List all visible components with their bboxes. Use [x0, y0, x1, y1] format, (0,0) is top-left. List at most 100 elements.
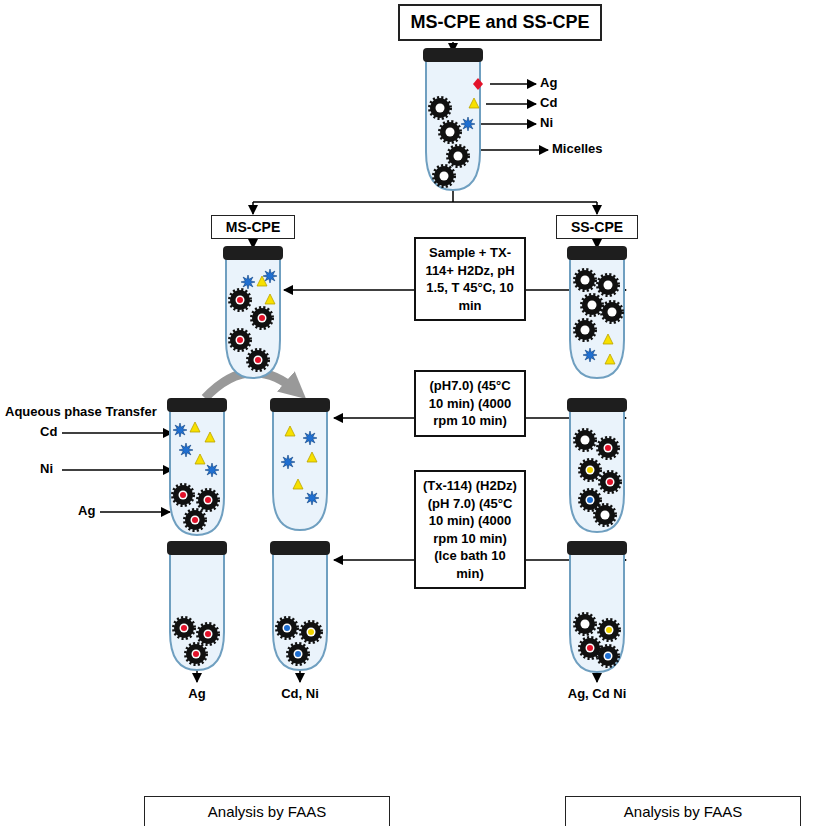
tube-body — [226, 258, 280, 378]
cd-ion — [205, 432, 215, 442]
metal-complex — [606, 627, 612, 633]
micelle — [602, 302, 622, 322]
micelle-core — [581, 436, 590, 445]
metal-complex — [192, 517, 198, 523]
legend-label: Cd — [540, 95, 557, 110]
cd-ion — [195, 454, 205, 464]
metal-complex — [259, 315, 265, 321]
tube-body — [570, 553, 624, 672]
test-tube — [567, 246, 627, 378]
annotation: Aqueous phase Transfer — [5, 404, 157, 419]
micelle — [186, 644, 206, 664]
ni-ion — [179, 443, 193, 457]
metal-complex — [181, 625, 187, 631]
test-tube — [167, 541, 227, 670]
tube-cap — [567, 541, 627, 555]
test-tube — [567, 541, 627, 672]
ni-ion — [263, 269, 277, 283]
micelle — [600, 472, 620, 492]
metal-complex — [255, 357, 261, 363]
ni-ion — [205, 463, 219, 477]
micelle-core — [191, 516, 200, 525]
flow-arrows — [62, 42, 626, 682]
tube-cap — [270, 398, 330, 412]
tube-cap — [567, 398, 627, 412]
ni-ion — [241, 275, 255, 289]
micelle — [598, 275, 618, 295]
ni-ion — [583, 348, 597, 362]
tube-body — [170, 553, 224, 670]
metal-complex — [295, 651, 301, 657]
micelle-core — [283, 624, 292, 633]
micelle — [575, 614, 595, 634]
ni-ion — [281, 455, 295, 469]
micelle-core — [586, 644, 595, 653]
box-text: (Tx-114) (H2Dz) (pH 7.0) (45°C 10 min) (… — [422, 477, 518, 582]
tube-label: Ag, Cd Ni — [568, 686, 627, 701]
ion-label: Ag — [78, 503, 95, 518]
micelle-core — [604, 652, 613, 661]
test-tube — [270, 398, 330, 530]
micelle — [430, 98, 450, 118]
micelle-core — [180, 624, 189, 633]
metal-complex — [607, 479, 613, 485]
micelle — [185, 510, 205, 530]
condition-box: (Tx-114) (H2Dz) (pH 7.0) (45°C 10 min) (… — [414, 470, 526, 589]
micelle — [230, 330, 250, 350]
metal-complex — [308, 629, 314, 635]
micelle-core — [440, 172, 449, 181]
micelle-core — [236, 296, 245, 305]
metal-complex — [180, 492, 186, 498]
box-text: MS-CPE and SS-CPE — [410, 12, 589, 33]
micelle — [598, 438, 618, 458]
test-tube — [567, 398, 627, 532]
tube-cap — [223, 246, 283, 260]
micelle-core — [446, 128, 455, 137]
micelle-core — [581, 326, 590, 335]
micelle — [448, 146, 468, 166]
micelle — [252, 308, 272, 328]
metal-complex — [237, 297, 243, 303]
cd-ion — [307, 452, 317, 462]
micelle-core — [204, 496, 213, 505]
micelle — [230, 290, 250, 310]
micelle-core — [601, 511, 610, 520]
branch-box: SS-CPE — [556, 215, 638, 239]
micelle-core — [581, 620, 590, 629]
metal-complex — [237, 337, 243, 343]
tube-cap — [270, 541, 330, 555]
metal-complex — [284, 625, 290, 631]
ag-ion — [473, 78, 483, 90]
legend-label: Micelles — [552, 141, 603, 156]
tube-label: Cd, Ni — [281, 686, 319, 701]
micelle — [277, 618, 297, 638]
micelle-core — [604, 444, 613, 453]
micelle-core — [258, 314, 267, 323]
tube-cap — [423, 48, 483, 62]
box-text: SS-CPE — [571, 219, 623, 235]
metal-complex — [587, 467, 593, 473]
ion-label: Cd — [40, 424, 57, 439]
ni-ion — [173, 423, 187, 437]
cd-ion — [285, 426, 295, 436]
ni-ion — [305, 491, 319, 505]
micelle — [440, 122, 460, 142]
box-text: (pH7.0) (45°C 10 min) (4000 rpm 10 min) — [422, 377, 518, 430]
test-tube — [223, 246, 283, 378]
micelle — [599, 620, 619, 640]
result-box: Analysis by FAAS — [144, 796, 390, 826]
test-tube — [423, 48, 483, 190]
micelle-core — [581, 276, 590, 285]
micelle — [575, 430, 595, 450]
cd-ion — [265, 294, 275, 304]
micelle — [575, 320, 595, 340]
tube-body — [170, 410, 224, 535]
result-box: Analysis by FAAS — [565, 796, 801, 826]
metal-complex — [587, 645, 593, 651]
micelle-core — [179, 491, 188, 500]
micelle — [580, 490, 600, 510]
micelle-core — [436, 104, 445, 113]
micelle — [434, 166, 454, 186]
tube-cap — [167, 398, 227, 412]
metal-complex — [193, 651, 199, 657]
